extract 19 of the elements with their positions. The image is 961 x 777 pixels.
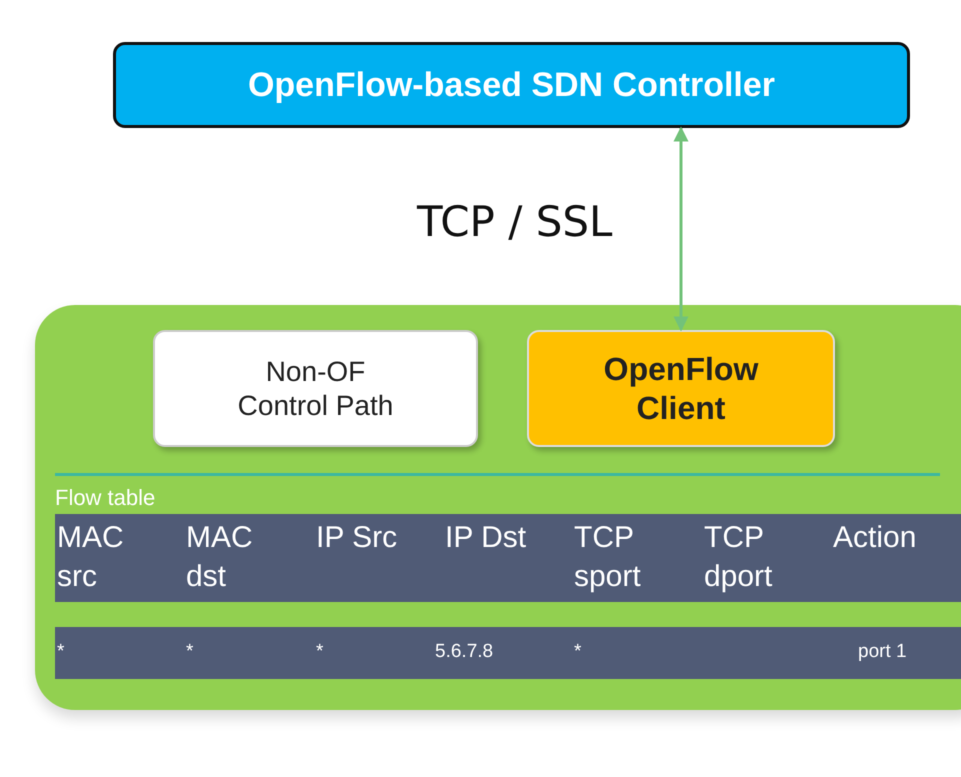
table-title: Flow table (55, 485, 156, 511)
process-box: OpenFlow Client (527, 330, 835, 447)
column-header: MAC dst (186, 520, 254, 595)
table-cell: * (574, 641, 582, 663)
column-header: TCP dport (704, 520, 774, 595)
column-header: MAC src (57, 520, 125, 595)
double-arrow (674, 126, 688, 332)
column-header: Action (833, 520, 918, 556)
controller-box: OpenFlow-based SDN Controller (113, 42, 910, 128)
table-cell: * (316, 641, 324, 663)
table-cell: * (57, 641, 64, 663)
column-header: TCP sport (574, 520, 642, 595)
table-cell: * (186, 641, 194, 663)
table-cell: port 1 (858, 641, 907, 663)
process-box: Non-OF Control Path (153, 330, 478, 447)
table-cell: 5.6.7.8 (435, 641, 494, 663)
switch-container (35, 305, 961, 710)
column-header: IP Src (316, 520, 398, 556)
column-header: IP Dst (445, 520, 528, 556)
